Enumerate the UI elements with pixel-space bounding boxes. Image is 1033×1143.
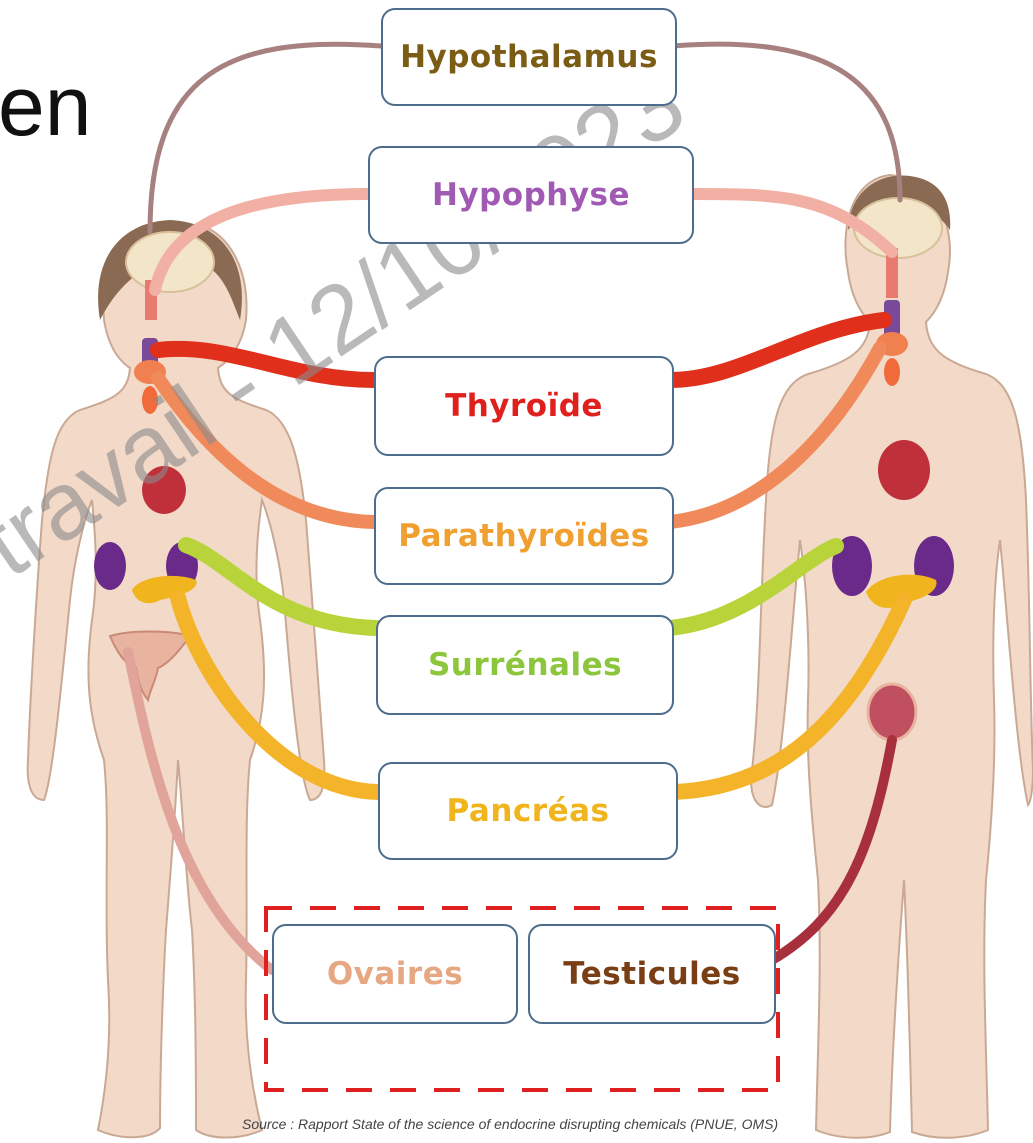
gland-box-hypothalamus: Hypothalamus — [381, 8, 677, 106]
gland-label-parathyroides: Parathyroïdes — [398, 518, 650, 554]
male-figure — [751, 175, 1033, 1138]
gland-label-hypothalamus: Hypothalamus — [400, 39, 658, 75]
male-heart — [878, 440, 930, 500]
gland-label-pancreas: Pancréas — [447, 793, 610, 829]
gland-box-hypophyse: Hypophyse — [368, 146, 694, 244]
female-kidney-left — [94, 542, 126, 590]
gland-label-ovaires: Ovaires — [327, 956, 463, 992]
gland-label-testicules: Testicules — [563, 956, 741, 992]
gland-label-surrenales: Surrénales — [428, 647, 622, 683]
gland-label-hypophyse: Hypophyse — [432, 177, 630, 213]
source-caption: Source : Rapport State of the science of… — [242, 1116, 812, 1132]
gland-box-ovaires: Ovaires — [272, 924, 518, 1024]
gland-label-thyroide: Thyroïde — [445, 388, 603, 424]
gland-box-surrenales: Surrénales — [376, 615, 674, 715]
male-larynx — [884, 358, 900, 386]
gland-box-testicules: Testicules — [528, 924, 776, 1024]
gland-box-parathyroides: Parathyroïdes — [374, 487, 674, 585]
gland-box-pancreas: Pancréas — [378, 762, 678, 860]
slide-title-fragment: en — [0, 64, 91, 148]
gland-box-thyroide: Thyroïde — [374, 356, 674, 456]
male-testicles — [868, 684, 916, 740]
